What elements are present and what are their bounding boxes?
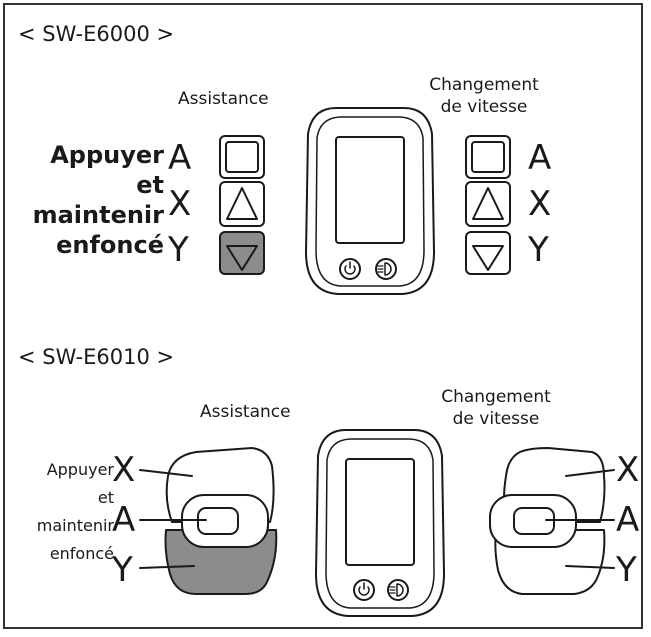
display-unit-2	[315, 429, 445, 617]
leader-line-y-right	[565, 565, 615, 569]
triangle-down-icon	[472, 245, 504, 271]
left-button-a-1	[219, 135, 265, 179]
display-body-1	[305, 107, 435, 295]
display-unit-1	[305, 107, 435, 295]
display-screen-1	[335, 136, 405, 244]
letter-left-a-1: A	[168, 138, 192, 178]
shift-heading-1-line1: Changement	[429, 75, 539, 95]
power-icon	[339, 258, 361, 280]
power-icon	[353, 579, 375, 601]
letter-right-a-1: A	[528, 138, 552, 178]
display-screen-2	[345, 458, 415, 566]
right-button-x-1	[465, 181, 511, 227]
letter-left-y-2: Y	[112, 550, 133, 590]
assist-heading-2: Assistance	[200, 402, 291, 422]
display-body-2	[315, 429, 445, 617]
press-hold-text-2: Appuyer et maintenir enfoncé	[8, 456, 114, 568]
letter-right-y-1: Y	[528, 230, 549, 270]
square-button-icon	[225, 141, 259, 173]
press-line-2: et	[97, 488, 114, 507]
leader-line-y-left	[139, 565, 195, 569]
press-line-1: Appuyer	[46, 460, 114, 479]
letter-left-x-2: X	[112, 450, 136, 490]
shift-heading-2: Changement de vitesse	[426, 386, 566, 430]
right-paddle-y-2	[494, 529, 606, 595]
press-hold-text-1: Appuyer et maintenir enfoncé	[18, 140, 164, 260]
display-bezel-2	[325, 438, 435, 609]
assist-heading-1: Assistance	[178, 89, 269, 109]
left-switch-2	[139, 447, 278, 595]
letter-right-y-2: Y	[616, 550, 637, 590]
light-icon	[387, 579, 409, 601]
right-button-y-1	[465, 231, 511, 275]
press-line-3: maintenir	[32, 201, 164, 229]
left-switch-1	[219, 135, 265, 275]
right-switch-2	[489, 447, 615, 595]
letter-left-a-2: A	[112, 500, 136, 540]
square-button-icon	[471, 141, 505, 173]
leader-line-x-left	[139, 469, 193, 477]
left-button-x-1	[219, 181, 265, 227]
left-button-y-1	[219, 231, 265, 275]
shift-heading-1: Changement de vitesse	[414, 74, 554, 118]
right-button-a-1	[465, 135, 511, 179]
model-label-sw-e6000: < SW-E6000 >	[18, 22, 175, 46]
letter-right-a-2: A	[616, 500, 640, 540]
leader-line-x-right	[565, 469, 615, 477]
press-line-1: Appuyer	[50, 141, 164, 169]
triangle-up-icon	[226, 187, 258, 220]
display-bezel-1	[315, 116, 425, 287]
shift-heading-2-line1: Changement	[441, 387, 551, 407]
press-line-4: enfoncé	[56, 231, 164, 259]
triangle-up-icon	[472, 187, 504, 220]
press-line-3: maintenir	[36, 516, 114, 535]
letter-left-y-1: Y	[168, 230, 189, 270]
right-switch-1	[465, 135, 511, 275]
model-label-sw-e6010: < SW-E6010 >	[18, 345, 175, 369]
letter-right-x-2: X	[616, 450, 640, 490]
shift-heading-2-line2: de vitesse	[452, 409, 540, 429]
shift-heading-1-line2: de vitesse	[440, 97, 528, 117]
light-icon	[375, 258, 397, 280]
left-paddle-x-2	[165, 447, 275, 523]
triangle-down-icon	[226, 245, 258, 271]
letter-right-x-1: X	[528, 184, 552, 224]
letter-left-x-1: X	[168, 184, 192, 224]
figure-frame	[3, 3, 643, 629]
press-line-2: et	[136, 171, 164, 199]
press-line-4: enfoncé	[49, 544, 114, 563]
